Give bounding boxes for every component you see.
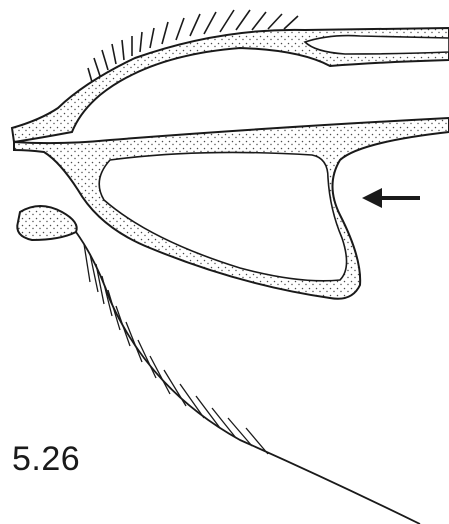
cell-interior [99, 152, 346, 280]
basal-lobe [17, 206, 76, 240]
upper-vein-branch [305, 36, 449, 54]
pointer-arrow [362, 188, 420, 208]
figure-number-label: 5.26 [12, 440, 80, 479]
